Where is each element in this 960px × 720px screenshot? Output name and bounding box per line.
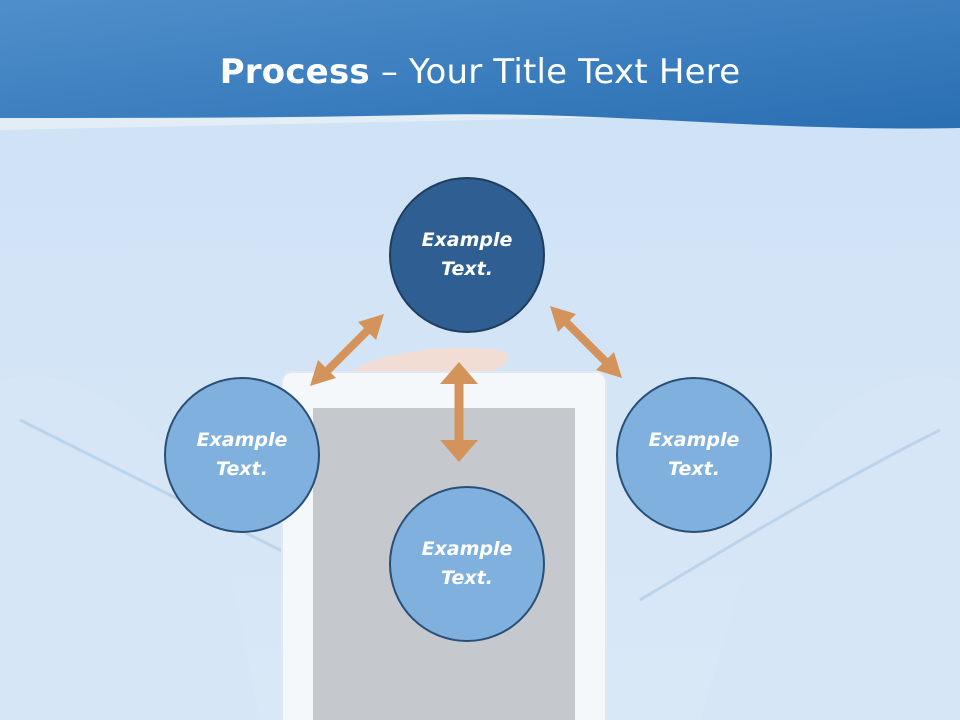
node-top: Example Text. <box>389 177 545 333</box>
title-rest: – Your Title Text Here <box>369 52 741 92</box>
node-left-label: Example Text. <box>196 429 288 480</box>
slide-title: Process – Your Title Text Here <box>0 52 960 92</box>
arrow-top-right <box>550 306 622 378</box>
node-left: Example Text. <box>164 377 320 533</box>
node-right-label: Example Text. <box>648 429 740 480</box>
arrow-vertical <box>440 362 478 462</box>
node-bottom-label: Example Text. <box>421 538 513 589</box>
title-bold: Process <box>219 52 370 92</box>
node-top-label: Example Text. <box>421 229 513 280</box>
arrow-top-left <box>310 314 384 386</box>
node-right: Example Text. <box>616 377 772 533</box>
node-bottom: Example Text. <box>389 486 545 642</box>
